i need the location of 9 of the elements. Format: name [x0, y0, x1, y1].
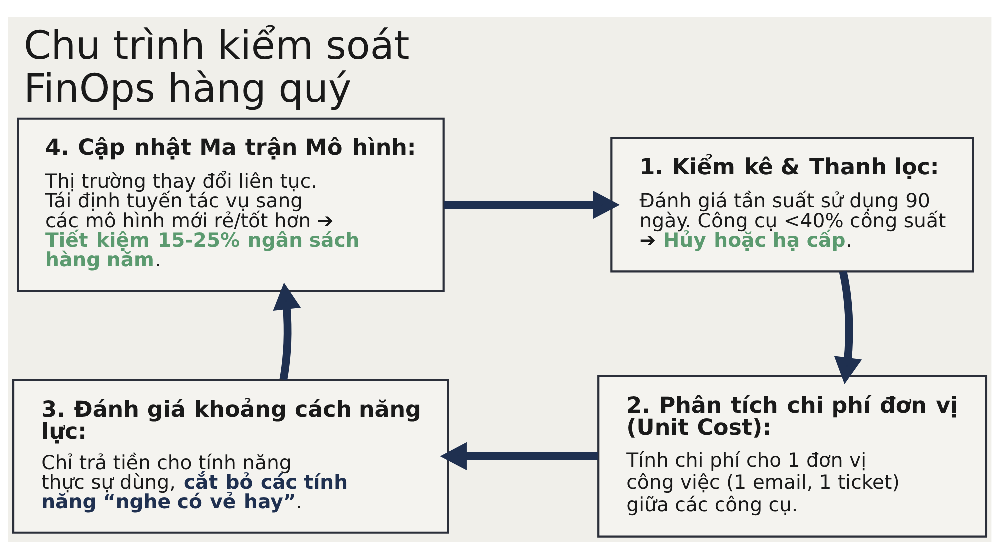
node-box: 3. Đánh giá khoảng cách năng lực: Chỉ trả tiền cho tính năng thực sự dùng, cắt bỏ các tính năng “nghe có vẻ hay”.	[12, 379, 450, 534]
arrow	[440, 442, 598, 470]
arrow	[444, 191, 620, 220]
diagram-title: Chu trình kiểm soát FinOps hàng quý	[24, 24, 410, 112]
node-box: 2. Phân tích chi phí đơn vị (Unit Cost): Tính chi phí cho 1 đơn vị công việc (1 email, 1 ticket) giữa các công cụ.	[598, 375, 988, 538]
arrow	[834, 270, 862, 384]
node-box: 4. Cập nhật Ma trận Mô hình: Thị trường thay đổi liên tục. Tái định tuyến tác vụ sang các mô hình mới rẻ/tốt hơn ➔ Tiết kiệm 15-25% ngân sách hàng năm.	[17, 118, 445, 292]
node-box: 1. Kiểm kê & Thanh lọc: Đánh giá tần suất sử dụng 90 ngày. Công cụ <40% công suất ➔ Hủy hoặc hạ cấp.	[610, 137, 974, 273]
arrow	[273, 282, 302, 380]
